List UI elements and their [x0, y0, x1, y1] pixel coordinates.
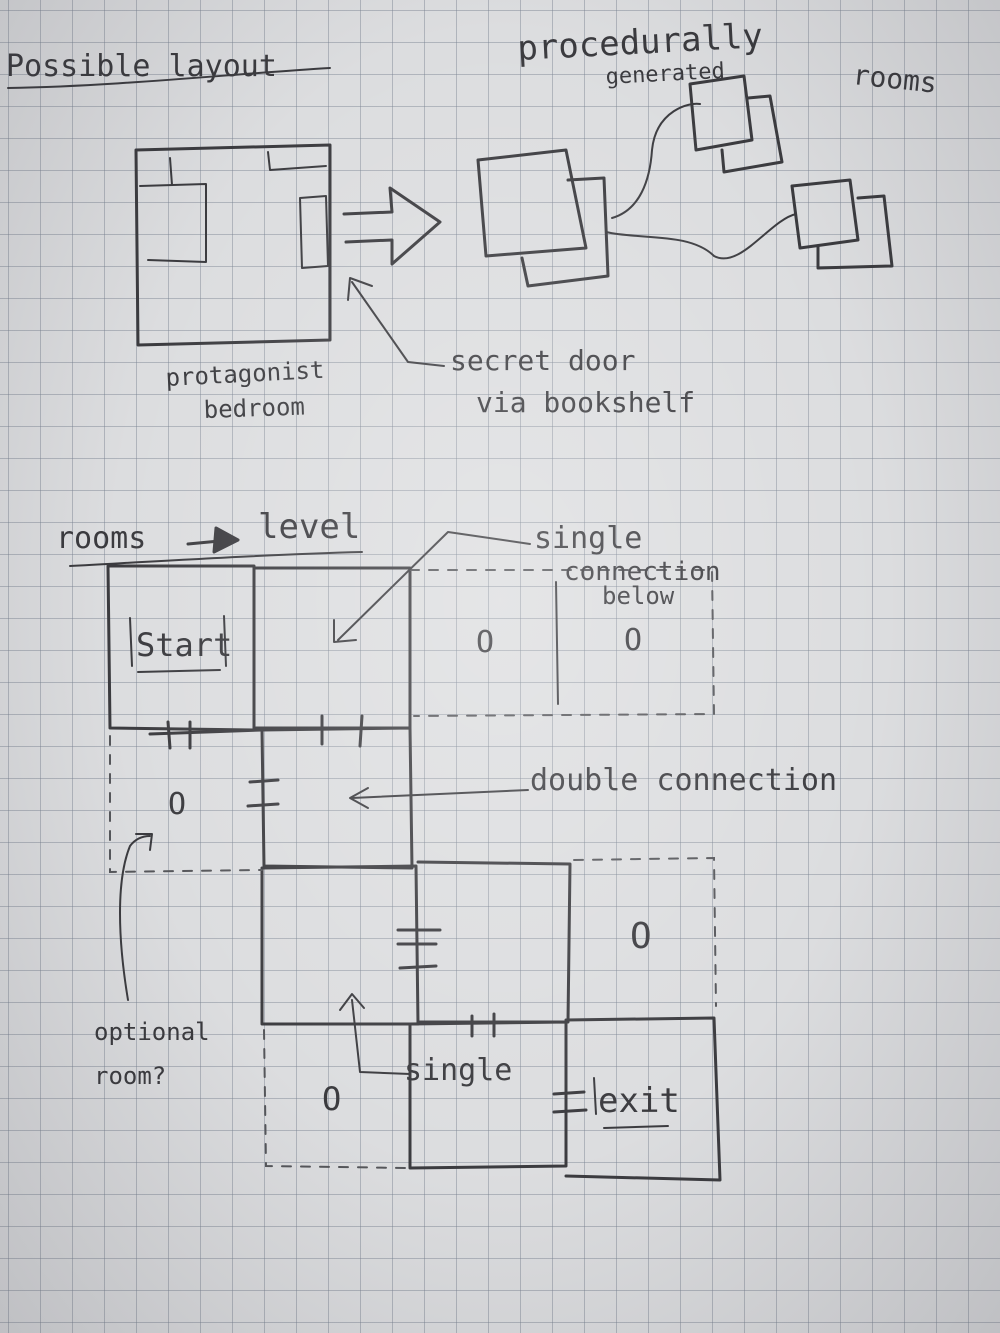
arrow-right-filled-icon: [212, 526, 240, 554]
secret-door-pointer: [351, 281, 445, 367]
optional-marker: O: [630, 916, 652, 957]
single-pointer: [351, 999, 411, 1075]
connection-markers: [148, 714, 588, 1114]
title-underline: [7, 67, 331, 89]
double-connection-marker: [552, 1090, 588, 1114]
single-connection-line3: below: [602, 582, 675, 610]
start-box-sides: [129, 615, 227, 667]
single-label: single: [404, 1053, 512, 1088]
procedural-label-line1: procedurally: [516, 16, 763, 69]
optional-marker: O: [168, 787, 186, 822]
bedroom-label-line2: bedroom: [203, 392, 305, 424]
optional-room-bottom: [263, 1029, 409, 1169]
optional-room-top-3: [409, 569, 716, 717]
procedural-rooms-drawing: [476, 74, 894, 288]
level-label: level: [258, 507, 360, 547]
arrow-right-icon: [342, 186, 442, 266]
divider-top: [555, 581, 559, 705]
rooms-label: rooms: [56, 521, 146, 556]
secret-door-label-line2: via bookshelf: [476, 386, 695, 419]
room-row2: [260, 726, 414, 870]
start-label: Start: [136, 626, 232, 664]
procedural-label-line2: generated: [605, 59, 725, 90]
exit-label: exit: [598, 1081, 680, 1121]
pointer-arrowhead-icon: [339, 993, 365, 1011]
double-connection-marker: [320, 714, 364, 748]
room-row3-left: [260, 864, 420, 1026]
section-underline: [69, 551, 363, 567]
double-connection-marker: [246, 778, 280, 808]
connection-line: [148, 728, 264, 736]
bedroom-drawing: [134, 143, 332, 347]
optional-room-label-line1: optional: [94, 1018, 210, 1046]
double-connection-label: double connection: [530, 763, 837, 798]
optional-marker: O: [476, 625, 494, 660]
optional-room-left: [109, 735, 263, 874]
single-connection-pointer: [337, 531, 531, 641]
exit-room: [564, 1016, 722, 1182]
exit-box-side: [593, 1077, 597, 1115]
pointer-arrowhead-icon: [347, 277, 373, 301]
pointer-arrowhead-icon: [135, 833, 153, 851]
secret-door-label-line1: secret door: [450, 344, 635, 377]
triple-connection-marker: [396, 928, 442, 970]
pointer-arrowhead-icon: [333, 619, 357, 643]
procedural-label-line3: rooms: [851, 58, 938, 100]
double-connection-marker: [470, 1012, 496, 1038]
page-title-possible-layout: Possible layout: [6, 49, 277, 84]
pointer-arrowhead-icon: [349, 787, 369, 809]
optional-room-pointer: [119, 835, 151, 1001]
double-connection-pointer: [351, 789, 529, 799]
room-row3-right: [416, 860, 572, 1024]
optional-marker: O: [624, 623, 642, 658]
bedroom-label-line1: protagonist: [165, 356, 325, 392]
exit-underline: [603, 1125, 669, 1129]
single-connection-line1: single: [534, 521, 642, 556]
start-underline: [137, 669, 221, 673]
room-row4-middle: [408, 1020, 568, 1170]
double-connection-marker: [166, 720, 192, 750]
optional-marker: O: [322, 1080, 341, 1118]
single-connection-line2: connection: [564, 557, 721, 587]
optional-room-label-line2: room?: [94, 1062, 166, 1090]
optional-room-right: [573, 856, 717, 1007]
level-grid: [106, 564, 722, 1182]
